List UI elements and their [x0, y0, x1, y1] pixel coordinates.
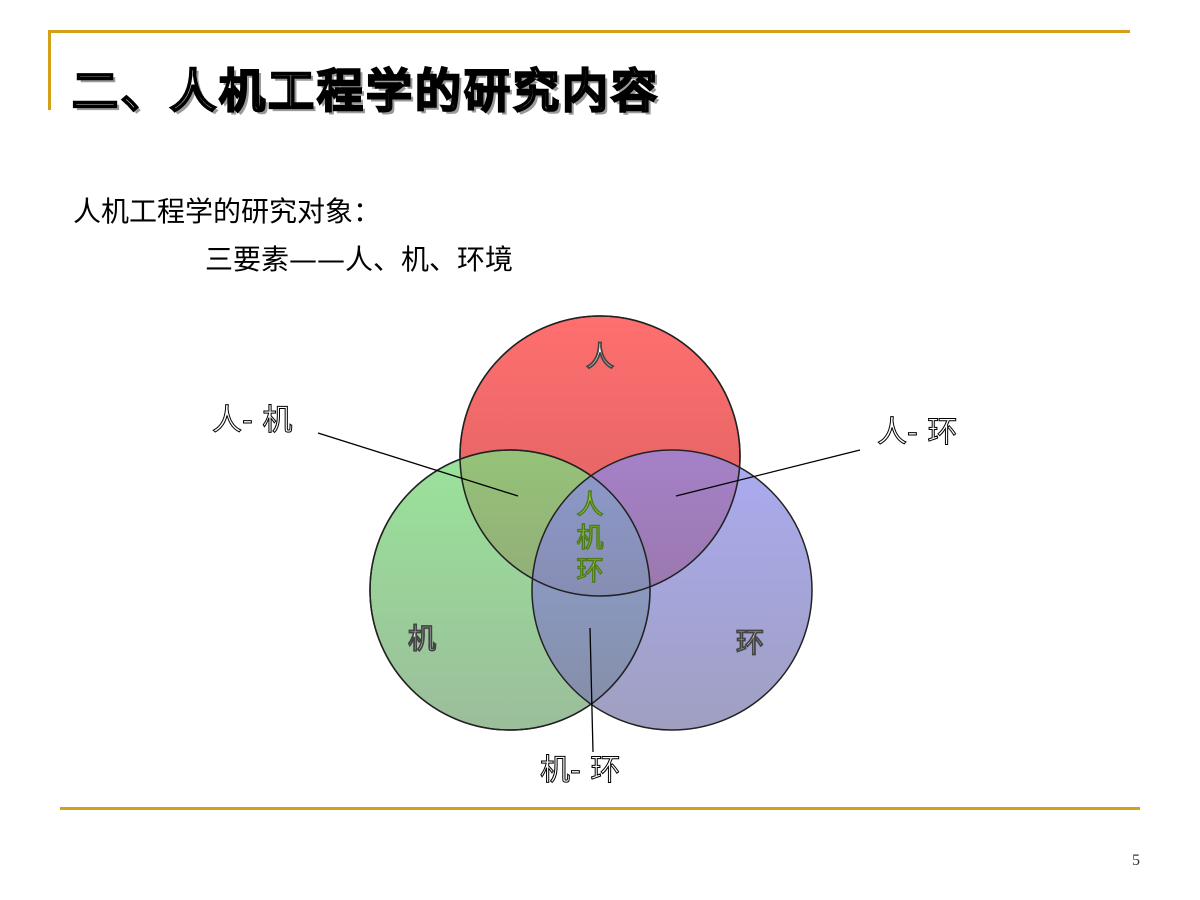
set-label-human: 人 — [586, 340, 614, 373]
title-top-rule — [50, 30, 1130, 33]
callout-line-human-environment — [675, 449, 861, 497]
slide-title: 二、人机工程学的研究内容 — [71, 63, 660, 119]
center-label-char-1: 人 — [577, 490, 604, 521]
footer-rule — [60, 807, 1140, 810]
venn-circle-environment — [531, 449, 813, 731]
center-label-char-3: 环 — [577, 556, 604, 587]
research-object-heading: 人机工程学的研究对象： — [73, 195, 382, 228]
callout-label-human-machine: 人- 机 — [212, 403, 292, 438]
three-elements-line: 三要素——人、机、环境 — [205, 243, 514, 276]
callout-label-machine-environment: 机- 环 — [540, 753, 620, 788]
callout-line-machine-environment — [589, 627, 594, 753]
page-number: 5 — [1132, 852, 1140, 869]
center-label-char-2: 机 — [577, 523, 604, 554]
set-label-machine: 机 — [408, 622, 436, 655]
venn-outline-machine — [369, 449, 651, 731]
set-label-environment: 环 — [736, 626, 764, 659]
callout-line-human-machine — [317, 432, 519, 497]
title-left-rule — [48, 30, 51, 110]
venn-outline-human — [459, 315, 741, 597]
callout-label-human-environment: 人- 环 — [877, 415, 957, 450]
